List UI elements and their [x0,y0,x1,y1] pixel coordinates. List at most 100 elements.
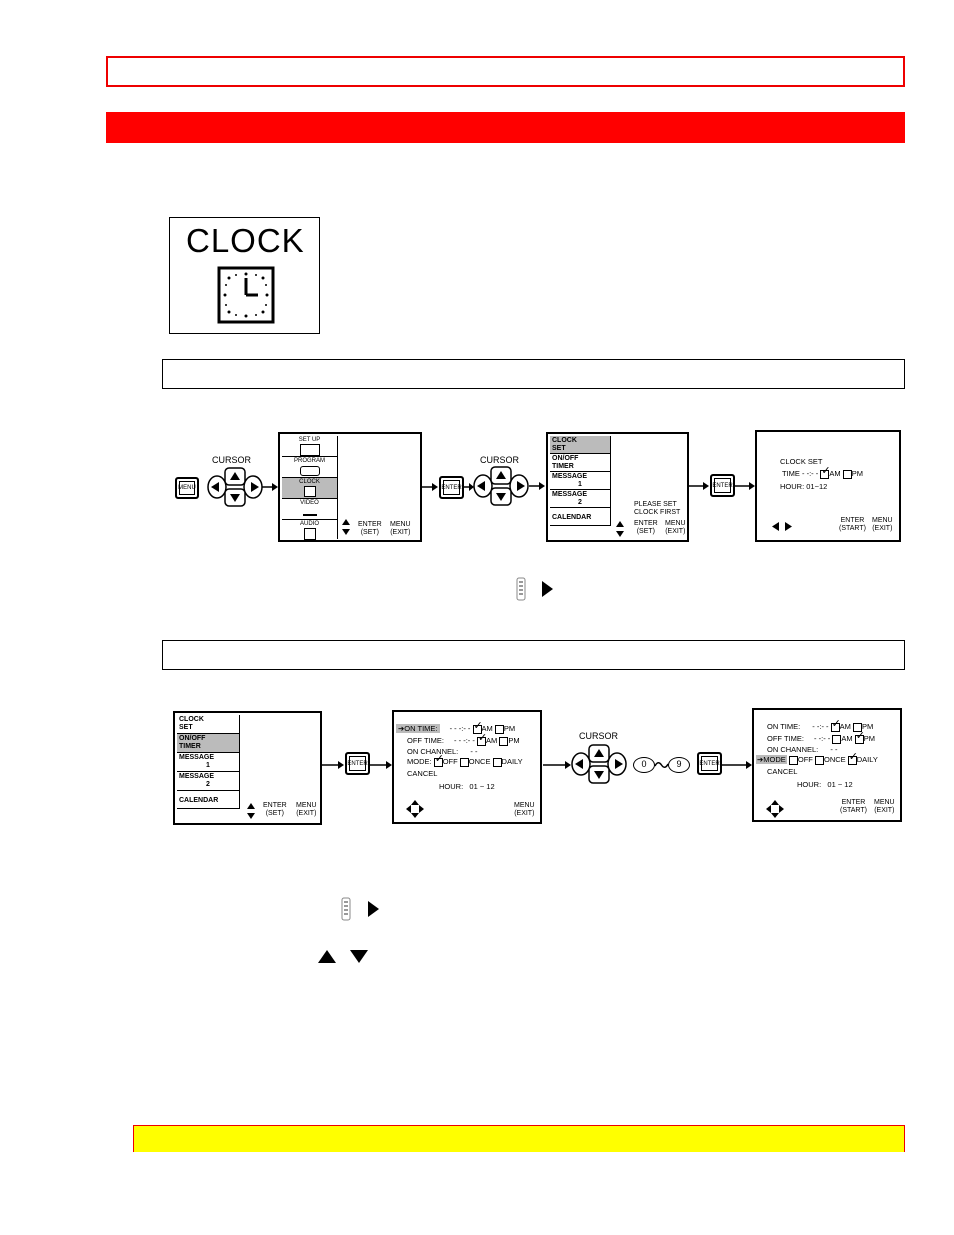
on-time-label: ON TIME: [404,724,438,733]
screen6-menu-sub: (EXIT) [874,807,895,814]
clock-menu-list-2: CLOCK SET ON/OFF TIMER MESSAGE 1 MESSAGE… [177,715,240,809]
flow-arrow-10 [722,761,752,769]
timer-line1: ON/OFF [552,455,579,462]
s6-on-channel-value: - - [830,745,838,754]
hour-range-2: HOUR: 01 ~ 12 [439,782,495,791]
am-label: AM [829,469,841,478]
screen6-enter-label: ENTER [841,799,866,806]
s6-four-way-arrows-icon [766,800,784,818]
s6-off-pm-label: PM [863,734,875,743]
off-pm-checkbox[interactable] [499,736,509,746]
screen2-menu-label: MENU [665,520,686,527]
s6-on-am-checkbox[interactable] [830,720,841,732]
am-checkbox[interactable] [820,467,831,479]
s6-mode-off-checkbox[interactable] [788,755,798,765]
cursor-label: CURSOR [212,455,252,465]
on-pm-label: PM [503,724,516,733]
enter-button-4[interactable]: ENTER [697,752,722,775]
screen-clock-menu-timer: CLOCK SET ON/OFF TIMER MESSAGE 1 MESSAGE… [173,711,322,825]
on-time-selected[interactable]: ➔ON TIME: [396,724,440,733]
mode-off-checkbox[interactable] [433,755,444,767]
up-down-arrows-icon [342,519,350,535]
s6-off-pm-checkbox[interactable] [854,732,865,744]
flow-arrow-2 [422,483,438,491]
enter-button[interactable]: ENTER [439,476,464,499]
on-am-label: AM [481,724,493,733]
clock-menu-2-item-calendar[interactable]: CALENDAR [177,791,239,809]
screen2-enter-hint: ENTER (SET) [634,520,658,536]
menu-item-video-label: VIDEO [300,500,319,506]
enter-button-2[interactable]: ENTER [710,474,735,497]
mode-once-label: ONCE [468,757,491,766]
mode-daily-label: DAILY [501,757,523,766]
clock-menu-2-item-message1[interactable]: MESSAGE 1 [177,753,239,772]
m2-message1-line1: MESSAGE [179,754,215,761]
screen2-menu-sub: (EXIT) [665,528,686,535]
please-set-line2: CLOCK FIRST [634,509,681,516]
down-arrow-icon [350,950,368,963]
s6-cancel-option[interactable]: CANCEL [767,767,798,776]
clock-menu-2-item-timer[interactable]: ON/OFF TIMER [177,734,239,753]
calendar-label: CALENDAR [552,514,592,521]
s6-mode-once-checkbox[interactable] [814,755,824,765]
left-right-arrows-icon [772,522,792,531]
pm-checkbox[interactable] [842,469,852,479]
pm-label: PM [851,469,863,478]
clock-menu-item-timer[interactable]: ON/OFF TIMER [550,454,610,472]
please-set-line1: PLEASE SET [634,501,677,508]
screen2-enter-label: ENTER [634,520,658,527]
on-pm-checkbox[interactable] [494,724,504,734]
s6-off-time-row: OFF TIME: - -:- - AM PM [767,732,875,744]
number-key-9[interactable]: 9 [668,757,690,773]
off-pm-label: PM [508,736,520,745]
s6-off-time-value: - -:- - [814,734,831,743]
mode-once-checkbox[interactable] [459,757,469,767]
clock-menu-item-message1[interactable]: MESSAGE 1 [550,472,610,490]
number-key-0[interactable]: 0 [633,757,655,773]
menu-item-video[interactable]: VIDEO [282,499,337,520]
screen4-enter-label: ENTER [263,802,287,809]
clock-menu-item-clock-set[interactable]: CLOCK SET [550,436,610,454]
cursor-pad-icon-3[interactable] [571,744,627,784]
screen3-enter-sub: (START) [839,525,866,532]
mode-daily-checkbox[interactable] [492,757,502,767]
message2-line2: 2 [578,499,582,506]
up-down-arrows-icon-2 [616,521,624,537]
menu-item-clock[interactable]: CLOCK [282,478,337,499]
screen-clock-menu: CLOCK SET ON/OFF TIMER MESSAGE 1 MESSAGE… [546,432,689,542]
clock-menu-item-calendar[interactable]: CALENDAR [550,508,610,526]
flow-arrow-4 [529,482,545,490]
s6-off-am-checkbox[interactable] [832,734,842,744]
clock-menu-2-item-message2[interactable]: MESSAGE 2 [177,772,239,791]
cursor-label-2: CURSOR [480,455,520,465]
cursor-pad-icon[interactable] [207,467,263,507]
right-arrow-icon-2 [368,901,379,917]
clock-logo-title: CLOCK [186,222,305,259]
menu-item-setup[interactable]: SET UP [282,436,337,457]
enter-button-3[interactable]: ENTER [345,752,370,775]
up-down-arrows-icon-3 [247,803,255,819]
cancel-option[interactable]: CANCEL [407,769,438,778]
s6-mode-selected[interactable]: ➔MODE [756,755,787,764]
remote-control-icon [516,577,526,601]
clock-menu-2-item-clock-set[interactable]: CLOCK SET [177,715,239,734]
menu-item-setup-label: SET UP [298,437,321,443]
flow-arrow-9 [543,761,571,769]
s6-mode-label: MODE [763,755,786,764]
off-am-checkbox[interactable] [476,734,487,746]
clock-menu-item-message2[interactable]: MESSAGE 2 [550,490,610,508]
menu-item-audio-label: AUDIO [299,521,319,527]
s6-on-am-label: AM [839,722,851,731]
screen5-menu-sub: (EXIT) [514,810,535,817]
section-box-clock-set [162,359,905,389]
cursor-pad-icon-2[interactable] [473,466,529,506]
cursor-label-3: CURSOR [579,731,619,741]
menu-button[interactable]: MENU [175,477,199,499]
message1-line1: MESSAGE [552,473,588,480]
menu-item-program[interactable]: PROGRAM [282,457,337,478]
s6-mode-daily-checkbox[interactable] [847,753,858,765]
s6-mode-daily-label: DAILY [856,755,878,764]
menu-button-label: MENU [178,485,196,491]
menu-item-audio[interactable]: AUDIO [282,520,337,540]
m2-message2-line1: MESSAGE [179,773,215,780]
